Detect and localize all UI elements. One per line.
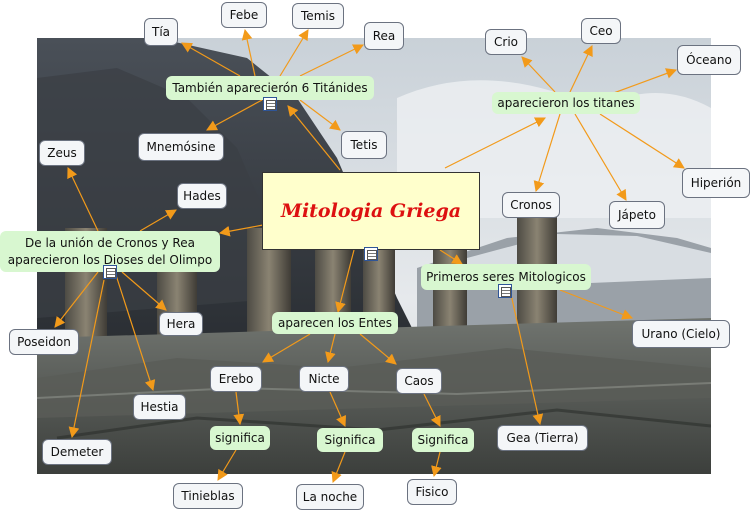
edge-entes-erebo (262, 333, 311, 363)
edge-titanides-rea (299, 44, 364, 77)
edge-dioses-hades (139, 209, 177, 232)
concept-febe[interactable]: Febe (221, 2, 267, 28)
edge-titanides-mnemosine (206, 99, 263, 131)
edge-significa-fisico (431, 451, 442, 478)
edge-titanes-cronos (533, 113, 561, 193)
concept-gea[interactable]: Gea (Tierra) (497, 425, 588, 451)
edge-dioses-poseidon (54, 271, 99, 328)
document-icon[interactable] (498, 284, 512, 298)
edge-titanides-tia (181, 42, 241, 77)
concept-erebo[interactable]: Erebo (210, 366, 262, 392)
concept-hestia[interactable]: Hestia (133, 394, 186, 420)
edge-root-entes (335, 249, 355, 314)
link-significa-nicte[interactable]: Significa (317, 428, 383, 452)
edge-entes-nicte (325, 333, 336, 364)
concept-hades[interactable]: Hades (177, 183, 227, 209)
edge-primeros-urano (559, 289, 634, 320)
concept-nicte[interactable]: Nicte (299, 366, 349, 392)
document-icon[interactable] (263, 97, 277, 111)
edge-titanes-ceo (569, 45, 593, 93)
edge-dioses-demeter (68, 279, 105, 439)
concept-fisico[interactable]: Fisico (407, 479, 457, 505)
document-icon[interactable] (364, 247, 378, 261)
edge-dioses-zeus (67, 167, 99, 232)
edge-root-primeros (439, 249, 463, 265)
concept-mnemosine[interactable]: Mnemósine (138, 133, 224, 161)
link-dioses[interactable]: De la unión de Cronos y Rea aparecieron … (0, 231, 220, 272)
root-label: Mitologia Griega (280, 200, 462, 222)
edge-nicte-significa (329, 391, 347, 427)
document-icon[interactable] (103, 265, 117, 279)
concept-tetis[interactable]: Tetis (341, 131, 387, 159)
concept-hiperion[interactable]: Hiperión (682, 168, 750, 198)
edge-erebo-significa (233, 391, 245, 426)
link-entes[interactable]: aparecen los Entes (272, 312, 398, 334)
edge-primeros-gea (509, 289, 544, 426)
edge-titanes-crio (521, 56, 556, 93)
root-concept[interactable]: Mitologia Griega (262, 172, 480, 250)
edge-root-titanes (444, 117, 546, 169)
link-titanes[interactable]: aparecieron los titanes (492, 92, 640, 114)
concept-la-noche[interactable]: La noche (296, 484, 364, 510)
concept-tinieblas[interactable]: Tinieblas (173, 483, 243, 509)
concept-urano[interactable]: Urano (Cielo) (632, 320, 730, 348)
concept-crio[interactable]: Crio (485, 29, 527, 55)
edge-dioses-hera (121, 271, 167, 311)
edge-dioses-hestia (114, 271, 156, 392)
concept-caos[interactable]: Caos (396, 368, 442, 394)
edge-root-titanides (287, 105, 341, 171)
edge-caos-significa (423, 393, 441, 427)
edge-titanides-temis (279, 29, 309, 77)
concept-oceano[interactable]: Óceano (677, 45, 741, 75)
link-significa-erebo[interactable]: significa (210, 426, 270, 450)
edge-titanes-hiperion (599, 113, 685, 169)
edge-entes-caos (359, 333, 397, 365)
edge-titanides-febe (241, 28, 256, 77)
concept-rea[interactable]: Rea (364, 22, 404, 50)
concept-cronos[interactable]: Cronos (502, 192, 560, 218)
concept-hera[interactable]: Hera (159, 312, 203, 336)
edge-titanes-japeto (574, 113, 627, 201)
link-significa-caos[interactable]: Significa (412, 428, 474, 452)
edge-significa-noche (331, 451, 346, 484)
concept-tia[interactable]: Tía (144, 18, 178, 46)
concept-japeto[interactable]: Jápeto (609, 201, 665, 229)
concept-poseidon[interactable]: Poseidon (9, 329, 79, 355)
edge-titanides-tetis (299, 99, 341, 131)
link-titanides[interactable]: También aparecierón 6 Titánides (166, 76, 374, 100)
concept-temis[interactable]: Temis (292, 3, 344, 29)
concept-ceo[interactable]: Ceo (581, 18, 621, 44)
edge-root-dioses (218, 224, 264, 237)
concept-demeter[interactable]: Demeter (42, 439, 112, 465)
concept-zeus[interactable]: Zeus (39, 140, 85, 166)
edge-significa-tinieblas (217, 449, 237, 481)
